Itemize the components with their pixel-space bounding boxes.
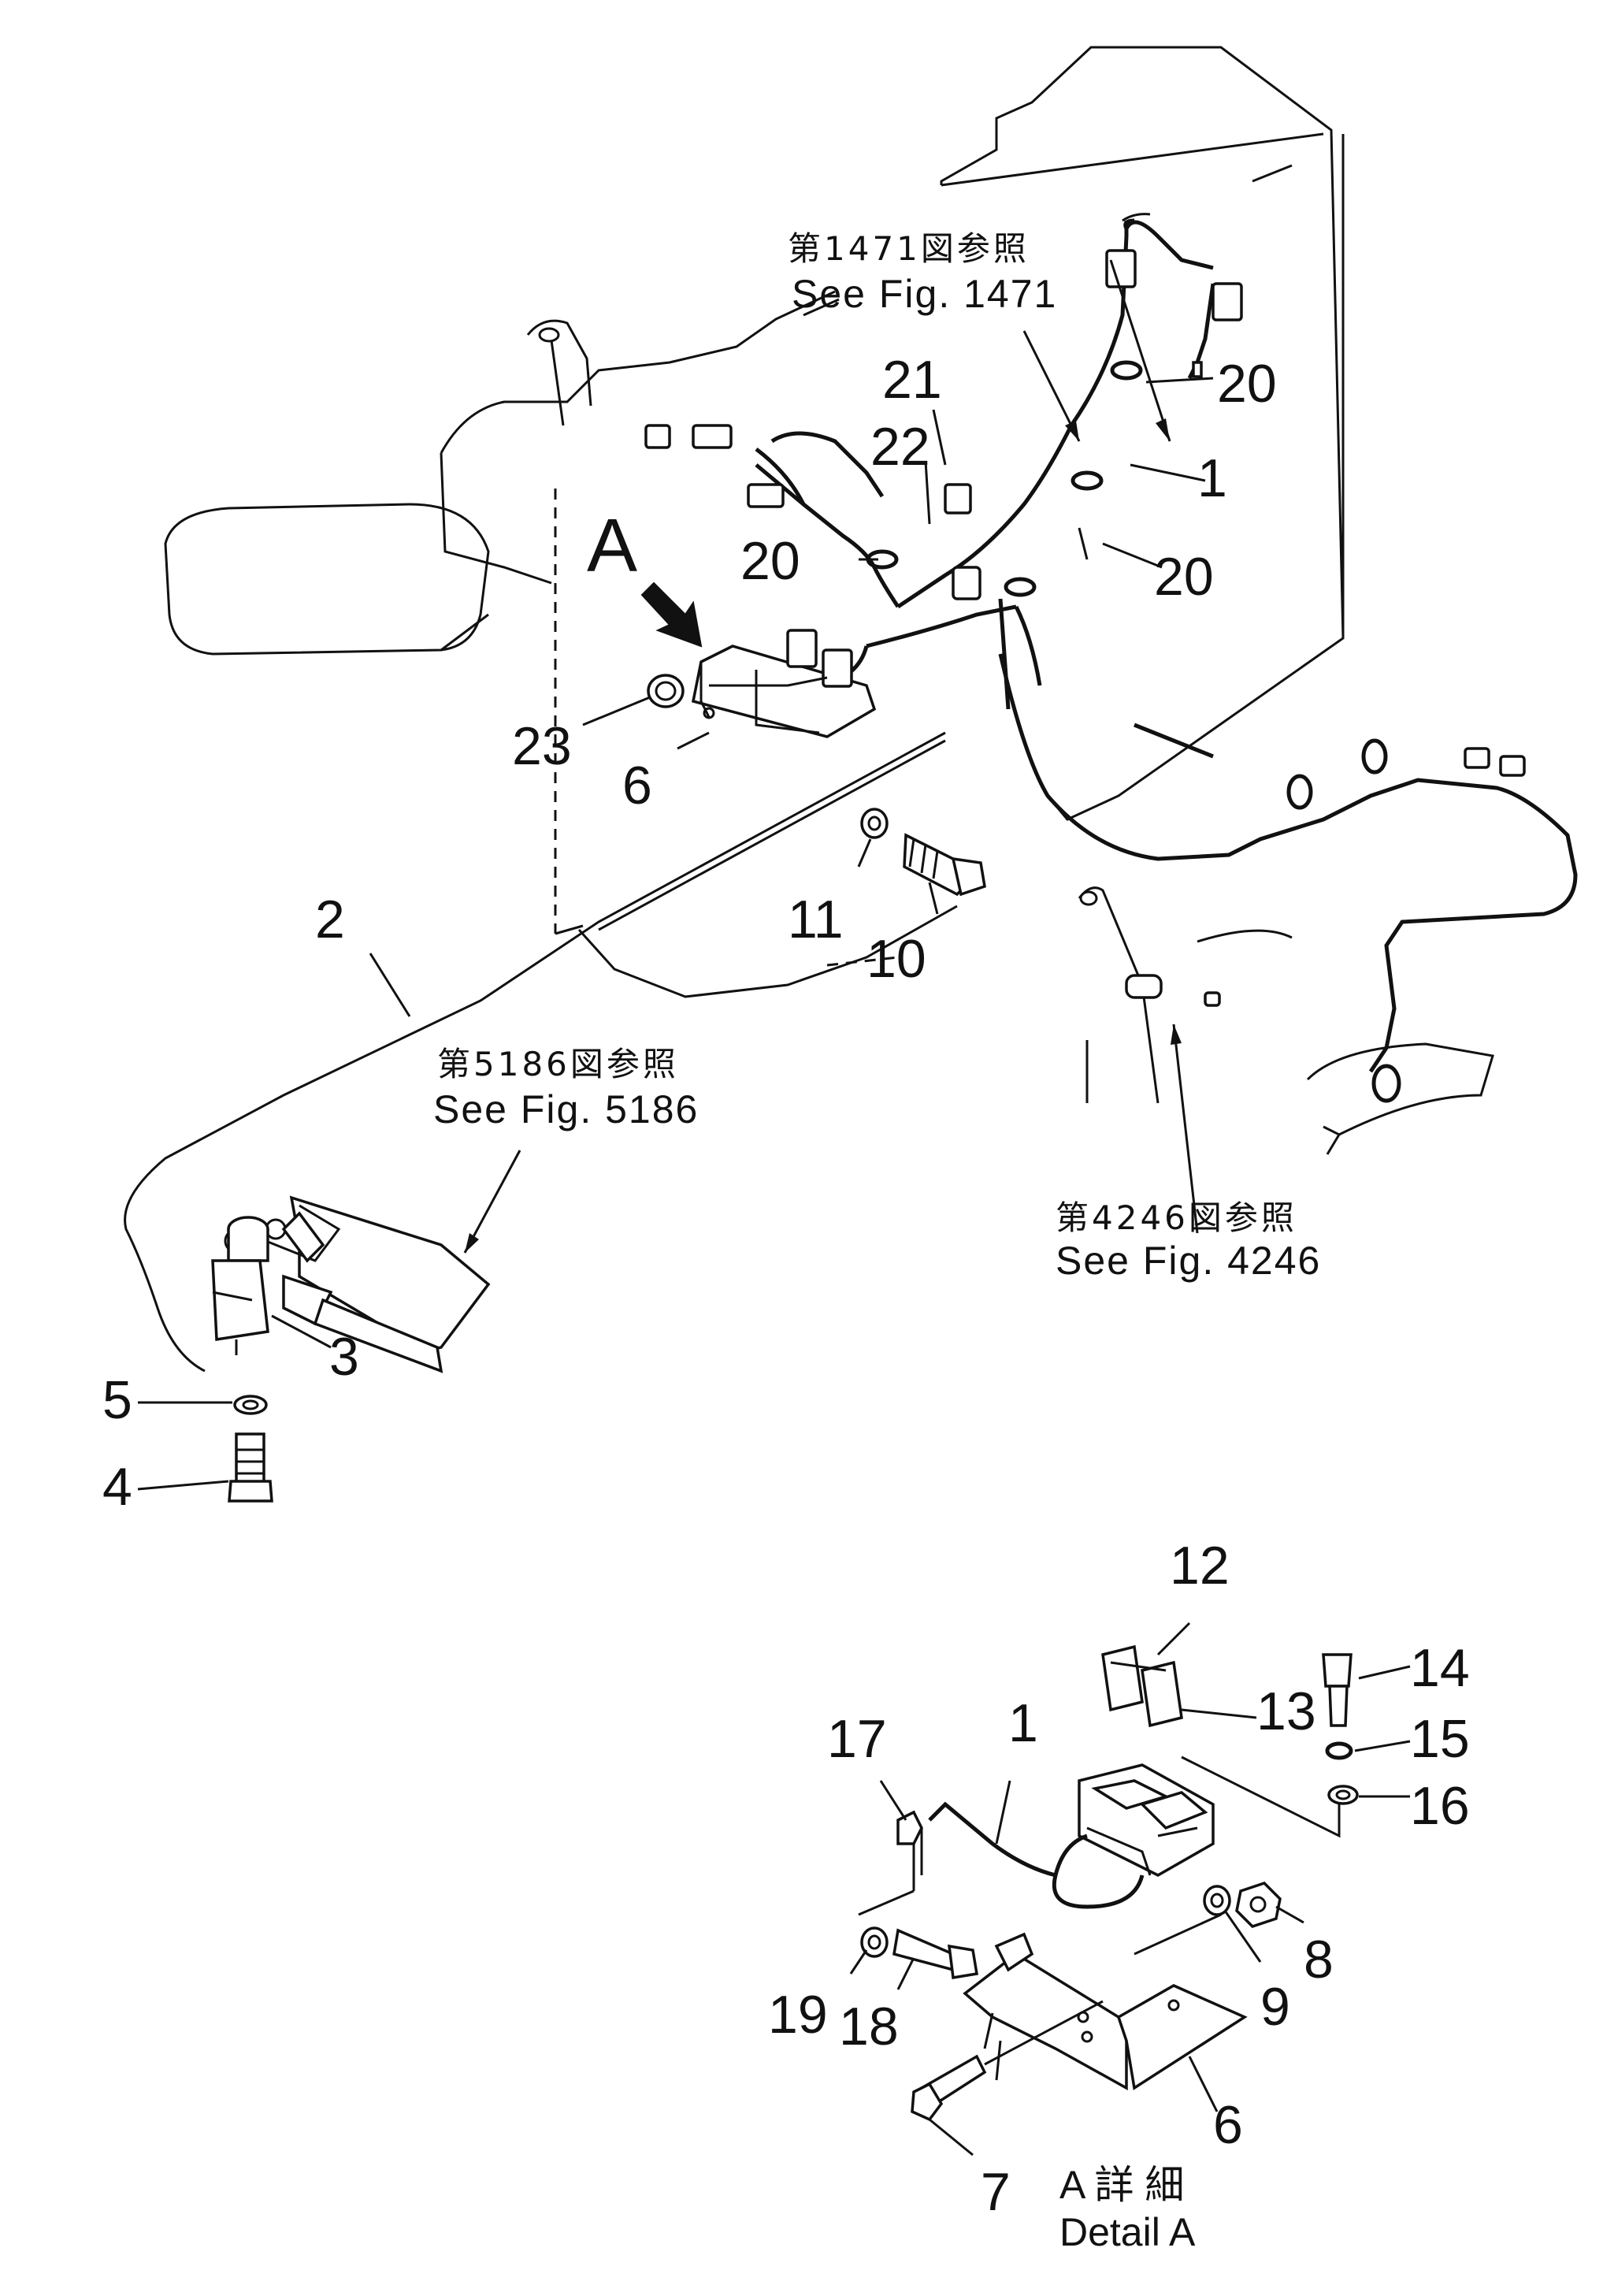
detail-callout-13: 13 [1256,1681,1316,1741]
detail-callout-7: 7 [981,2162,1011,2222]
callout-5: 5 [102,1370,132,1430]
ref-5186-jp: 第5186図参照 [437,1045,679,1083]
callout-10: 10 [866,929,926,989]
callout-1: 1 [1197,448,1227,508]
callout-4: 4 [102,1457,132,1517]
labels: A 第1471図参照 See Fig. 1471 第5186図参照 See Fi… [102,229,1470,2254]
callout-20-right: 20 [1154,547,1214,607]
detail-title-en: Detail A [1059,2210,1196,2254]
detail-callout-8: 8 [1304,1930,1334,1989]
relay-bracket-assembly [647,629,877,738]
callout-2: 2 [315,890,345,949]
callout-23: 23 [512,716,572,776]
detail-a-arrow [640,581,703,648]
callout-21: 21 [882,350,942,410]
detail-title-jp: A 詳 細 [1059,2163,1184,2207]
callout-11: 11 [788,890,844,949]
bolt-10-washer-11 [860,808,986,897]
detail-callout-17: 17 [827,1709,887,1769]
detail-a-marker: A [587,503,637,588]
ref-4246-en: See Fig. 4246 [1056,1239,1321,1283]
detail-callout-1: 1 [1008,1693,1038,1753]
callout-6: 6 [622,756,652,815]
callout-3: 3 [329,1327,359,1387]
ref-1471-en: See Fig. 1471 [792,272,1057,316]
detail-callout-16: 16 [1410,1776,1470,1836]
leader-lines [137,259,1411,2157]
callout-22: 22 [870,417,930,477]
ref-4246-jp: 第4246図参照 [1056,1198,1297,1237]
wiring-harness [124,213,1578,1373]
detail-callout-15: 15 [1410,1709,1470,1769]
machine-body-outline [164,46,1494,1155]
ref-1471-jp: 第1471図参照 [788,229,1030,268]
detail-callout-14: 14 [1410,1638,1470,1698]
detail-callout-18: 18 [839,1997,899,2056]
detail-callout-9: 9 [1260,1977,1290,2037]
detail-callout-6: 6 [1213,2095,1243,2155]
detail-callout-12: 12 [1170,1536,1230,1596]
callout-20-top: 20 [1217,354,1277,414]
detail-callout-19: 19 [768,1985,828,2045]
switch-assembly [211,1195,491,1503]
callout-20-left: 20 [740,531,800,591]
ref-5186-en: See Fig. 5186 [433,1087,699,1131]
detail-a-drawing [858,1644,1359,2122]
